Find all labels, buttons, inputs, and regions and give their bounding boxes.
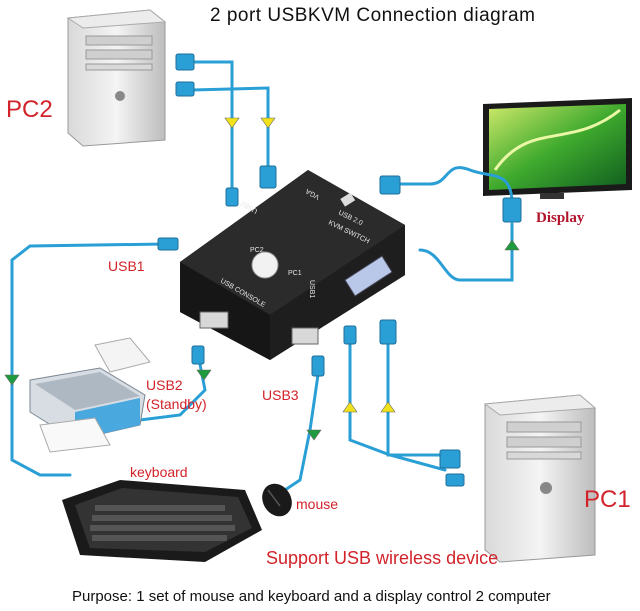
purpose-text: Purpose: 1 set of mouse and keyboard and… (72, 588, 551, 605)
mouse-label: mouse (296, 496, 339, 512)
pc2-label: PC2 (6, 96, 53, 123)
mouse (262, 483, 292, 517)
switch-usb1-port: USB1 (308, 280, 315, 298)
support-text: Support USB wireless device (266, 548, 499, 568)
connectors (157, 53, 522, 487)
kvm-switch-box (180, 170, 405, 360)
usb2-label: USB2 (146, 377, 183, 393)
printer (29, 337, 151, 453)
pc1-label: PC1 (584, 486, 631, 513)
switch-pc2-led: PC2 (250, 247, 264, 254)
pc1-tower (483, 394, 597, 563)
switch-pc1-led: PC1 (288, 270, 302, 277)
switch-usb2-port: USB2 (240, 199, 259, 214)
display-label: Display (536, 210, 585, 226)
diagram-title: 2 port USBKVM Connection diagram (210, 5, 536, 26)
keyboard-label: keyboard (130, 464, 188, 480)
cables (10, 60, 514, 492)
keyboard (62, 480, 262, 562)
usb3-label: USB3 (262, 387, 299, 403)
flow-arrows (4, 117, 520, 441)
pc2-tower (66, 9, 167, 147)
usb1-label: USB1 (108, 258, 145, 274)
display-monitor (483, 98, 632, 199)
standby-label: (Standby) (146, 396, 207, 412)
